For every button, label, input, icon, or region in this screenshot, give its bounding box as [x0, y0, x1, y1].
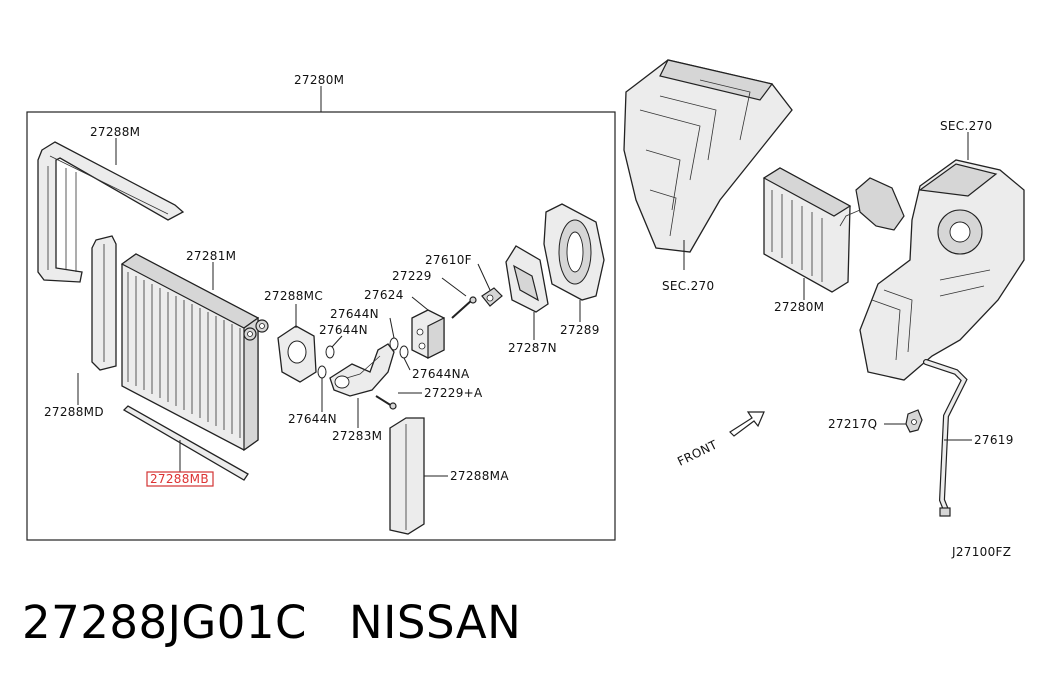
label-27287N: 27287N [508, 341, 557, 355]
assembly-frame [26, 86, 616, 541]
blower-housing-right [859, 159, 1025, 381]
label-27229: 27229 [392, 269, 432, 283]
part-caption: 27288JG01C NISSAN [22, 596, 521, 649]
label-27288M: 27288M [90, 125, 140, 139]
label-front: FRONT [675, 437, 720, 468]
label-27644NA-right: 27644NA [412, 367, 470, 381]
label-27610F: 27610F [425, 253, 472, 267]
refrigerant-pipe-part [329, 343, 395, 397]
brand-name: NISSAN [348, 596, 522, 649]
drain-hose-part [923, 359, 968, 517]
label-27288MA: 27288MA [450, 469, 509, 483]
highlight-box [146, 471, 214, 487]
label-27624: 27624 [364, 288, 404, 302]
clip-part [481, 287, 503, 307]
label-27217Q: 27217Q [828, 417, 877, 431]
part-number: 27288JG01C [22, 596, 307, 649]
heater-housing-left [623, 59, 793, 253]
grommet-part [543, 203, 605, 301]
pipe-clamp-part [277, 325, 317, 383]
evaporator-assembly-right [762, 167, 905, 293]
label-27280M-assembly: 27280M [294, 73, 344, 87]
top-cover-part [37, 141, 185, 283]
label-27288MD: 27288MD [44, 405, 104, 419]
label-27229A: 27229+A [424, 386, 483, 400]
label-27289: 27289 [560, 323, 600, 337]
label-sec270-left: SEC.270 [662, 279, 714, 293]
label-27288MB: 27288MB [150, 472, 209, 486]
bottom-seal-part [122, 405, 249, 481]
front-arrow [729, 411, 765, 437]
label-27619: 27619 [974, 433, 1014, 447]
label-sec270-right: SEC.270 [940, 119, 992, 133]
bracket-part [505, 245, 549, 313]
figure-code: J27100FZ [951, 545, 1011, 559]
evaporator-core-part [120, 253, 269, 452]
bolt-top-part [451, 296, 477, 319]
right-seal-part [389, 417, 425, 535]
bolt-bottom-part [375, 395, 397, 410]
label-27644NA-left: 27644N [288, 412, 337, 426]
left-seal-part [91, 235, 117, 371]
fastener-part [905, 409, 923, 433]
label-27283M: 27283M [332, 429, 382, 443]
label-27281M: 27281M [186, 249, 236, 263]
expansion-valve-part [411, 309, 445, 359]
label-27288MC: 27288MC [264, 289, 323, 303]
label-27644N-a: 27644N [330, 307, 379, 321]
label-27644N-b: 27644N [319, 323, 368, 337]
label-27280M-right: 27280M [774, 300, 824, 314]
